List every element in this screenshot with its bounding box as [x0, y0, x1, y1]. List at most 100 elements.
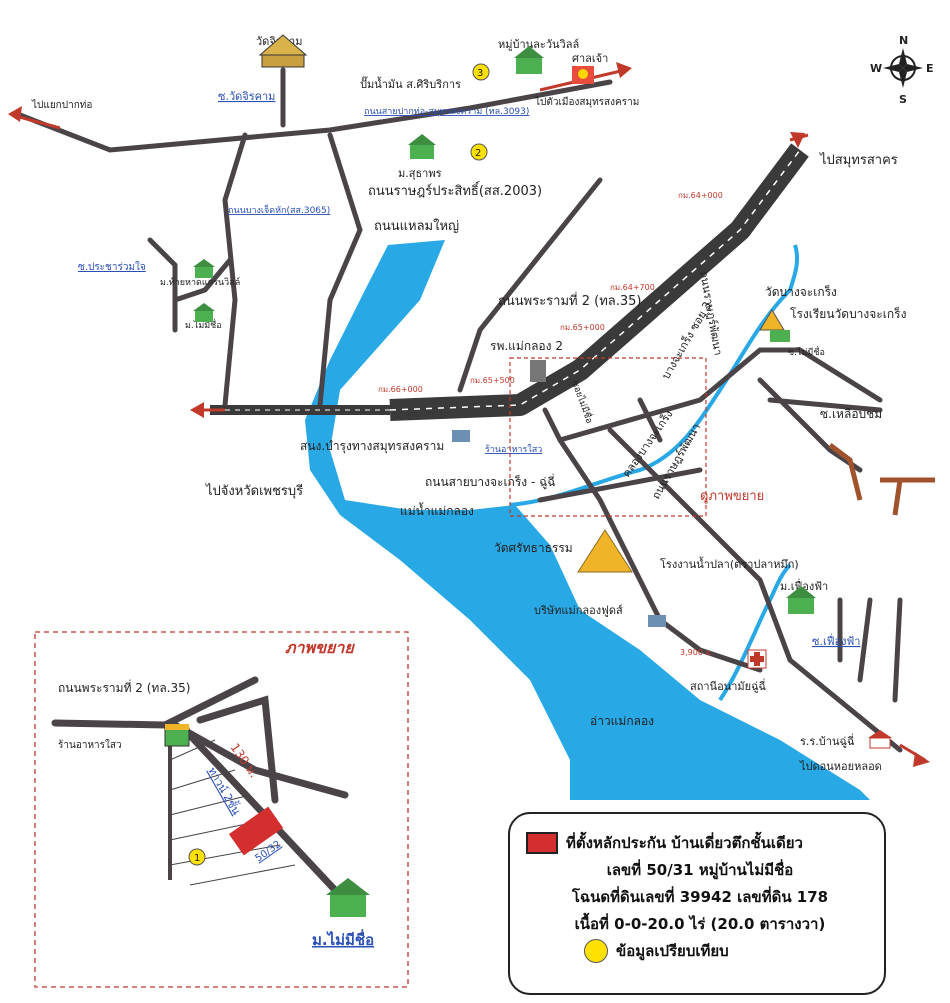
expand-area-frame[interactable]: [509, 357, 707, 517]
factory-icon: [452, 430, 666, 627]
village3-label: หมู่บ้านละวันวิลล์: [498, 38, 579, 51]
inset-frame: [34, 631, 409, 988]
legend-line5: ข้อมูลเปรียบเทียบ: [616, 942, 729, 960]
inset-restaurant-icon: [164, 724, 190, 747]
canal-line: [509, 244, 800, 507]
legend-plot-swatch: [526, 832, 558, 854]
km65-label: กม.65+000: [560, 323, 605, 332]
inset-main-road: [182, 727, 338, 893]
sutthaporn-house-icon: [408, 134, 436, 159]
gas-station-label: ปั๊มน้ำมัน ส.ศิริบริการ: [360, 76, 461, 91]
maimeechue-house-icon: [193, 303, 215, 322]
marker-3-number: 3: [477, 68, 483, 79]
wat-bangchakreng-label: วัดบางจะเกร็ง: [765, 284, 837, 299]
village3-house-icon: [514, 46, 544, 74]
soi-maimeechue-label: ซ.ไม่มีชื่อ: [788, 345, 825, 358]
marker-2-number: 2: [475, 148, 481, 159]
marker-1: 1: [188, 848, 206, 866]
compass-w: W: [870, 62, 882, 75]
fish-sauce-label: โรงงานน้ำปลา(ตราปลาหมึก): [660, 556, 799, 571]
thaihad-house-icon: [193, 259, 215, 278]
school-chuchi-label: ร.ร.บ้านฉู่ฉี่: [800, 733, 854, 748]
km64-700-label: กม.64+700: [610, 283, 655, 292]
legend-box: ที่ตั้งหลักประกัน บ้านเดี่ยวตึกชั้นเดียว…: [508, 812, 886, 995]
river-water: [305, 240, 870, 800]
shrine-label: ศาลเจ้า: [572, 52, 608, 65]
inset-restaurant-label: ร้านอาหารใสว: [58, 739, 122, 751]
inset-panel: ภาพขยาย ถนนพระรามที่ 2 (ทล.35) ร้านอาหาร…: [34, 631, 409, 988]
health-cross-icon: [747, 649, 767, 669]
km65-500-label: กม.65+500: [470, 376, 515, 385]
food-company-label: บริษัทแม่กลองฟูดส์: [534, 604, 623, 617]
inset-village-icon: [326, 878, 370, 917]
bangcheng-label: ถนนบางเจ็ดหัก(สส.3065): [228, 203, 330, 216]
laemyai-label: ถนนแหลมใหญ่: [374, 218, 459, 234]
m-sutthaporn-label: ม.สุธาพร: [398, 167, 442, 180]
legend-line4: เนื้อที่ 0-0-20.0 ไร่ (20.0 ตารางวา): [574, 915, 826, 933]
wat-sithatham-label: วัดศรัทธาธรรม: [494, 541, 573, 555]
temple-icon: [258, 34, 308, 68]
km64-label: กม.64+000: [678, 191, 723, 200]
inset-village-label: ม.ไม่มีชื่อ: [312, 929, 374, 949]
phra-ram-2-label: ถนนพระรามที่ 2 (ทล.35): [498, 292, 642, 309]
km66-label: กม.66+000: [378, 385, 423, 394]
temple-school-icon: [759, 309, 790, 342]
highway-rama2-centerline: [389, 149, 801, 411]
legend-row-3: โฉนดที่ดินเลขที่ 39942 เลขที่ดิน 178: [526, 885, 874, 909]
ratprasit-label: ถนนราษฎร์ประสิทธิ์(สส.2003): [368, 181, 542, 199]
legend-row-property: ที่ตั้งหลักประกัน บ้านเดี่ยวตึกชั้นเดียว: [526, 831, 874, 855]
inset-title: ภาพขยาย: [285, 638, 355, 657]
soi-lueachom-label: ซ.เหลือบชม: [820, 407, 882, 421]
legend-compare-dot: [584, 939, 608, 963]
compass-n: N: [899, 34, 908, 47]
legend-row-4: เนื้อที่ 0-0-20.0 ไร่ (20.0 ตารางวา): [526, 912, 874, 936]
legend-row-compare: ข้อมูลเปรียบเทียบ: [526, 939, 874, 963]
to-hoilot-label: ไปดอนหอยหลอด: [799, 760, 882, 773]
compass-s: S: [899, 93, 907, 106]
soi-maimeechue2-label: ซอยไม่มีชื่อ: [569, 379, 597, 425]
inset-plot-highlight: [228, 806, 284, 856]
marker-2: 2: [470, 143, 488, 161]
stupa-icon: [577, 529, 633, 573]
legend-line3: โฉนดที่ดินเลขที่ 39942 เลขที่ดิน 178: [571, 888, 829, 906]
shrine-icon: [572, 66, 594, 84]
inset-plots: [169, 739, 296, 886]
school-bangchakreng-label: โรงเรียนวัดบางจะเกร็ง: [790, 306, 906, 321]
hospital-label: รพ.แม่กลอง 2: [490, 339, 563, 353]
legend-row-2: เลขที่ 50/31 หมู่บ้านไม่มีชื่อ: [526, 858, 874, 882]
hospital-building-icon: [530, 360, 546, 382]
bangchakreng-soi3-label: บางจะเกร็ง ซอย 3: [658, 299, 714, 381]
soi-pracha-label: ซ.ประชาร่วมใจ: [78, 261, 146, 273]
bay-label: อ่าวแม่กลอง: [590, 714, 654, 728]
to-samutsakhon-label: ไปสมุทรสาคร: [819, 152, 898, 168]
river-label: แม่น้ำแม่กลอง: [400, 502, 474, 518]
health-station-label: สถานีอนามัยฉู่ฉี่: [690, 678, 766, 693]
to-pakto-label: ไปแยกปากท่อ: [31, 99, 92, 111]
marker-3: 3: [472, 63, 490, 81]
expand-label[interactable]: ดูภาพขยาย: [700, 489, 764, 504]
legend-line2: เลขที่ 50/31 หมู่บ้านไม่มีชื่อ: [606, 861, 794, 879]
m-thaihad-label: ม.ท้ายหาดแกรนวิลล์: [160, 276, 240, 288]
map-labels: วัดจิรคาม ซ.วัดจิรคาม ปั๊มน้ำมัน ส.ศิริบ…: [31, 35, 906, 773]
marker-1-number: 1: [194, 853, 200, 864]
fueangfa-house-icon: [786, 586, 816, 614]
road-bangchakreng-label: ถนนสายบางจะเกร็ง - ฉู่ฉี่: [425, 473, 555, 490]
dist-3900-label: 3,900 ม.: [680, 648, 713, 657]
to-phetchaburi-label: ไปจังหวัดเพชรบุรี: [205, 483, 303, 499]
secondary-roads: [17, 67, 903, 753]
restaurant-label: ร้านอาหารใสว: [485, 444, 542, 455]
soi-wat-chirakam-label: ซ.วัดจิรคาม: [218, 90, 275, 103]
m-fueangfa-label: ม.เฟื่องฟ้า: [780, 578, 828, 593]
road-pakto-label: ถนนสายปากท่อ-สมุทรสงคราม (ทล.3093): [364, 107, 529, 117]
arrow-heads: [8, 62, 930, 767]
compass-e: E: [926, 62, 934, 75]
to-mueang-label: ไปตัวเมืองสมุทรสงคราม: [534, 96, 639, 108]
branch-roads: [828, 443, 935, 516]
legend-line1: ที่ตั้งหลักประกัน บ้านเดี่ยวตึกชั้นเดียว: [566, 834, 803, 852]
soi-fueangfa-label: ซ.เฟื่องฟ้า: [812, 633, 860, 648]
compass-icon: N S E W: [870, 34, 934, 106]
inset-road-label: ถนนพระรามที่ 2 (ทล.35): [58, 679, 190, 695]
highway-office-label: สนง.บำรุงทางสมุทรสงคราม: [300, 439, 444, 454]
school-chuchi-icon: [868, 730, 892, 749]
